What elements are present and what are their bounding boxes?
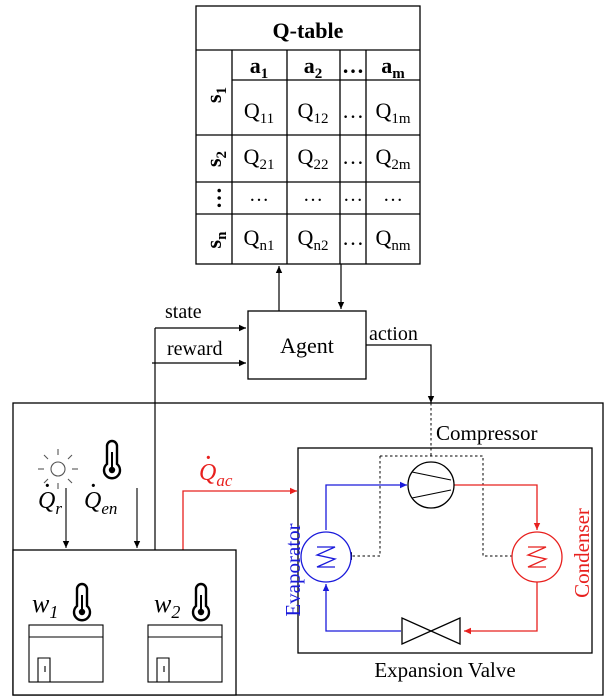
thermometer-icon — [72, 582, 92, 622]
q-cell: … — [342, 144, 364, 169]
liquid-line — [464, 582, 538, 635]
evaporator-icon — [300, 531, 352, 583]
q-table: Q-table a1 a2 … am s1 s2 … sn Q11 Q12 … … — [195, 5, 421, 265]
state-header-2: s2 — [201, 151, 230, 167]
zone-w2-label: w2 — [154, 589, 180, 622]
zone-w1-label: w1 — [32, 589, 58, 622]
thermometer-icon — [191, 582, 211, 622]
q-cell: Q11 — [244, 98, 274, 127]
ac-heat-arrow — [182, 487, 297, 550]
suction-line — [325, 481, 407, 530]
q-cell: … — [343, 184, 363, 206]
ac-unit-box — [297, 447, 593, 654]
q-cell: … — [342, 98, 364, 123]
ac-heat-label: Qac — [199, 460, 233, 490]
q-cell: Qn2 — [298, 225, 329, 254]
solar-heat-label: Qr — [38, 488, 62, 518]
compressor-icon — [407, 461, 455, 509]
thermometer-icon — [102, 439, 122, 480]
q-cell: … — [383, 184, 403, 206]
hot-gas-line — [454, 484, 541, 530]
room-box — [12, 549, 237, 696]
expansion-to-evaporator-line — [322, 584, 401, 632]
agent-block: Agent — [247, 310, 367, 380]
q-cell: Q22 — [298, 144, 329, 173]
q-cell: Qnm — [375, 225, 410, 254]
ac-heat-dot: · — [205, 447, 212, 469]
state-header-n: sn — [201, 231, 230, 249]
room-w1-icon — [28, 624, 104, 683]
evaporator-label: Evaporator — [281, 523, 305, 616]
control-signal-lines — [352, 403, 512, 557]
agent-label: Agent — [280, 333, 334, 358]
action-header-1: a1 — [250, 53, 269, 82]
environment-frame — [12, 402, 604, 696]
envelope-heat-label: Qen — [84, 488, 117, 518]
state-header-3: … — [201, 187, 226, 209]
compressor-label: Compressor — [436, 421, 538, 445]
state-label: state — [165, 301, 202, 323]
action-label: action — [369, 323, 418, 345]
expansion-valve-label: Expansion Valve — [374, 658, 515, 682]
q-cell: Q1m — [375, 98, 410, 127]
action-header-3: … — [342, 53, 364, 78]
action-header-2: a2 — [304, 53, 323, 82]
q-cell: Qn1 — [244, 225, 275, 254]
envelope-heat-dot: · — [90, 475, 97, 497]
action-header-m: am — [381, 53, 405, 82]
q-cell: Q21 — [244, 144, 275, 173]
expansion-valve-icon — [401, 616, 461, 646]
condenser-icon — [511, 531, 563, 583]
sun-icon — [38, 449, 78, 489]
q-cell: Q12 — [298, 98, 329, 127]
state-header-1: s1 — [201, 87, 230, 103]
q-table-title: Q-table — [273, 18, 344, 43]
condenser-label: Condenser — [570, 508, 594, 598]
room-w2-icon — [147, 624, 223, 683]
q-cell: … — [342, 225, 364, 250]
q-cell: … — [249, 184, 269, 206]
solar-heat-dot: · — [44, 475, 51, 497]
action-arrow — [366, 344, 435, 403]
reward-label: reward — [167, 338, 223, 360]
q-cell: … — [303, 184, 323, 206]
q-cell: Q2m — [375, 144, 410, 173]
